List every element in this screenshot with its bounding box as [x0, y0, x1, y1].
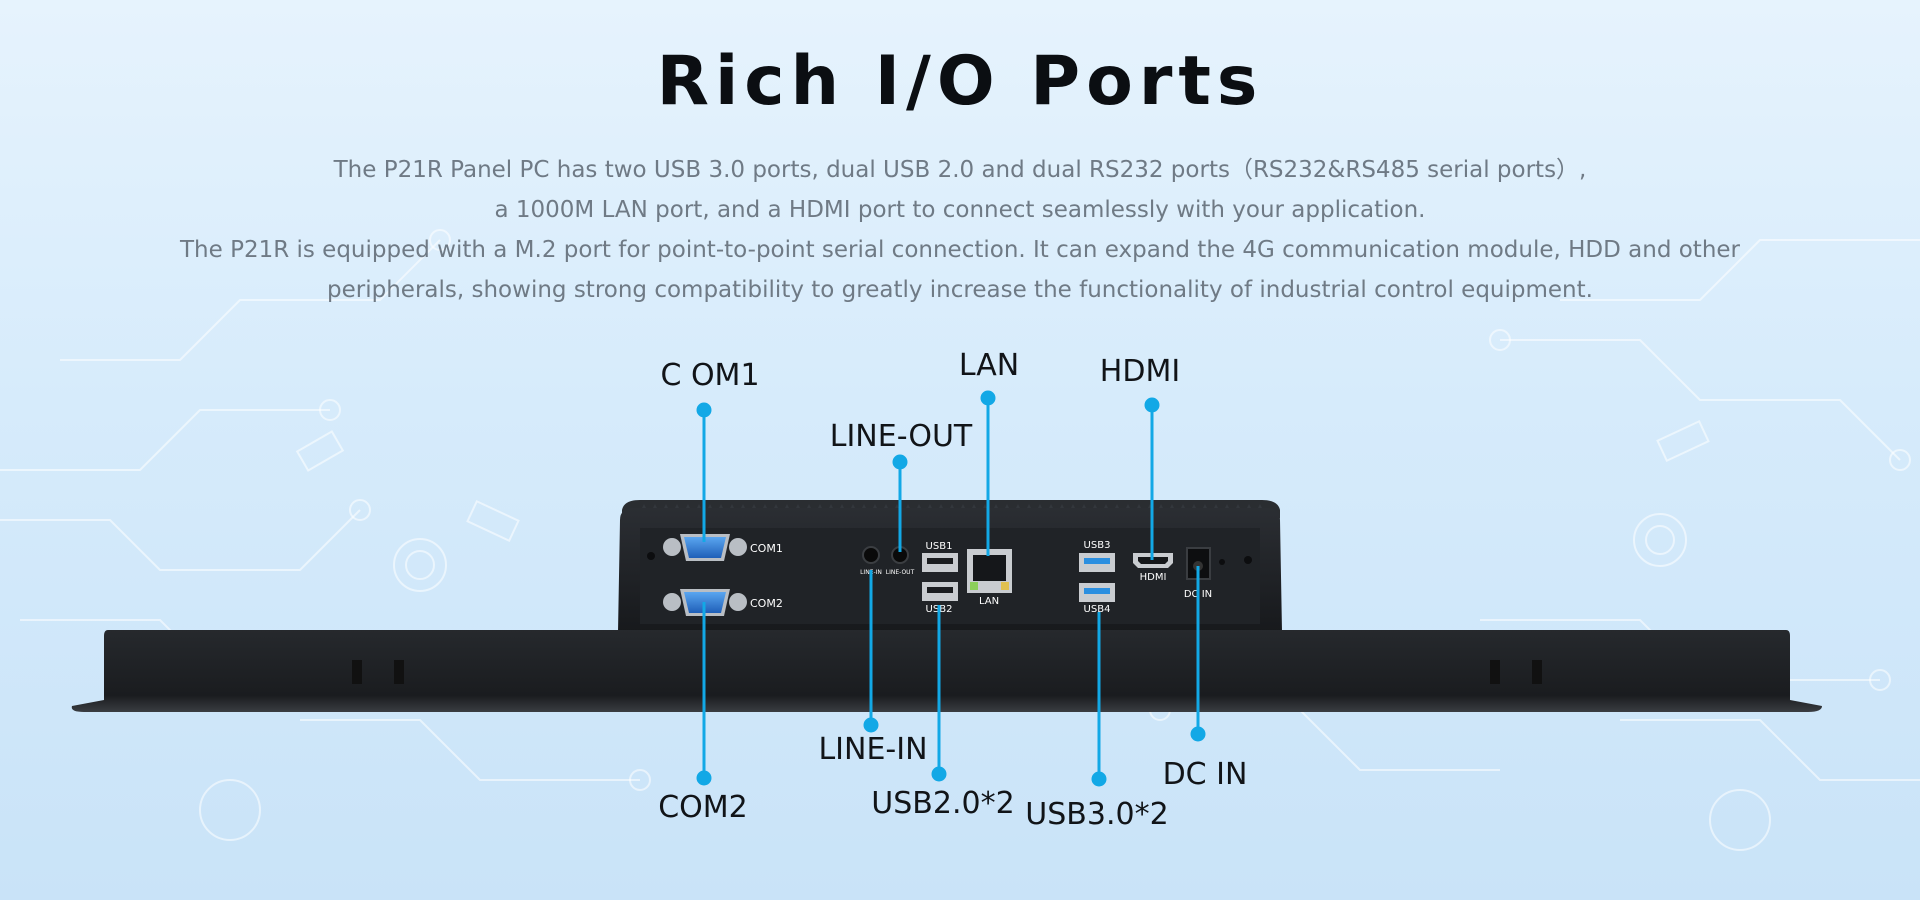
usb3-port-label: USB3: [1084, 540, 1111, 551]
description-line: The P21R Panel PC has two USB 3.0 ports,…: [333, 157, 1587, 183]
vent-slot: [352, 660, 362, 684]
description-line: a 1000M LAN port, and a HDMI port to con…: [494, 197, 1426, 223]
screw-hole: [647, 552, 655, 560]
description-line: peripherals, showing strong compatibilit…: [327, 277, 1593, 303]
hdmi-leader-dot: [1144, 397, 1160, 413]
vent-slot: [1532, 660, 1542, 684]
usb2-leader-dot: [931, 766, 947, 782]
line-in-jack: [862, 546, 880, 564]
line-out-jack-label: LINE-OUT: [886, 569, 915, 576]
usb3-leader-dot: [1091, 771, 1107, 787]
lan-port: [967, 549, 1012, 593]
com1-port-label: COM1: [750, 542, 783, 555]
page-title: Rich I/O Ports: [656, 42, 1264, 121]
dc-in-leader-dot: [1190, 726, 1206, 742]
com1-leader-dot: [696, 402, 712, 418]
display-panel-body: [71, 630, 1822, 712]
lan-port-label: LAN: [979, 596, 999, 607]
usb4-port-tongue: [1084, 588, 1110, 594]
page-description: The P21R Panel PC has two USB 3.0 ports,…: [130, 150, 1790, 310]
line-out-leader-dot: [892, 454, 908, 470]
line-in-callout-label: LINE-IN: [818, 732, 928, 767]
screw-hole: [1219, 559, 1225, 565]
screw-hole: [1244, 556, 1252, 564]
description-line: The P21R is equipped with a M.2 port for…: [179, 237, 1741, 263]
com2-callout-label: COM2: [658, 790, 748, 825]
lan-leader-dot: [980, 390, 996, 406]
line-out-callout-label: LINE-OUT: [829, 419, 973, 454]
dc-in-callout-label: DC IN: [1162, 757, 1248, 792]
usb4-port-label: USB4: [1084, 604, 1111, 615]
usb1-port-label: USB1: [926, 541, 953, 552]
com1-port: [663, 534, 747, 561]
lan-callout-label: LAN: [958, 348, 1020, 383]
usb3-port-tongue: [1084, 558, 1110, 564]
line-in-leader-dot: [863, 717, 879, 733]
hdmi-callout-label: HDMI: [1099, 354, 1181, 389]
usb2-port-tongue: [927, 587, 953, 593]
usb3-callout-label: USB3.0*2: [1025, 797, 1169, 832]
com2-leader-dot: [696, 770, 712, 786]
vent-slot: [1490, 660, 1500, 684]
usb2-callout-label: USB2.0*2: [871, 786, 1015, 821]
usb1-port-tongue: [927, 558, 953, 564]
vent-slot: [394, 660, 404, 684]
hdmi-port-slot: [1138, 557, 1168, 564]
hdmi-port-label: HDMI: [1140, 572, 1167, 583]
com2-port-label: COM2: [750, 597, 783, 610]
com1-callout-label: C OM1: [660, 358, 760, 393]
